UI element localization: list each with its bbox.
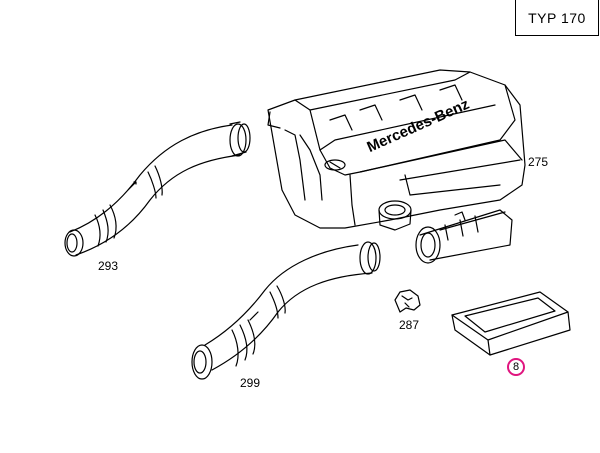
air-filter-housing-275[interactable]: Mercedes-Benz	[267, 69, 526, 264]
air-duct-299[interactable]	[191, 241, 381, 380]
clip-287[interactable]	[394, 289, 421, 313]
brand-engraving: Mercedes-Benz	[364, 96, 471, 156]
callout-8-highlighted[interactable]: 8	[507, 358, 525, 376]
intake-hose-293[interactable]	[64, 121, 251, 257]
callout-287[interactable]: 287	[399, 318, 420, 332]
type-label: TYP 170	[515, 0, 599, 36]
callout-275[interactable]: 275	[528, 155, 549, 169]
callout-293[interactable]: 293	[98, 259, 119, 273]
callout-299[interactable]: 299	[240, 376, 261, 390]
filter-element-8[interactable]	[451, 291, 571, 356]
